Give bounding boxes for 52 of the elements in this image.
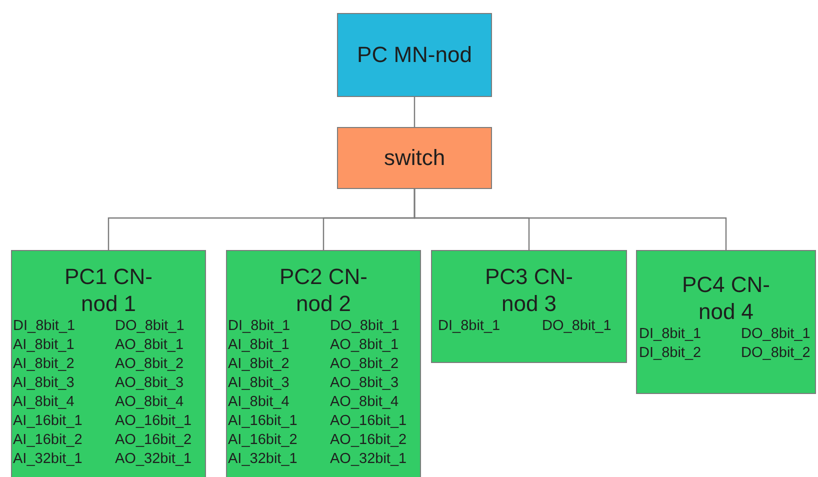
signal-name: AI_8bit_3 [228, 374, 290, 393]
node-title: PC3 CN-nod 3 [484, 263, 574, 317]
signal-name: AI_8bit_4 [228, 393, 290, 412]
signal-name: AO_8bit_4 [115, 393, 185, 412]
signal-name: AO_8bit_2 [330, 355, 400, 374]
node-title: PC4 CN-nod 4 [680, 271, 771, 325]
connector-line [414, 97, 416, 127]
signal-name: AO_32bit_1 [115, 450, 193, 469]
signal-name: AI_8bit_3 [13, 374, 76, 393]
computer-node-box [226, 250, 421, 477]
signal-name: DO_8bit_1 [115, 317, 186, 336]
node-title: switch [382, 144, 446, 172]
signal-name: DI_8bit_1 [438, 317, 502, 336]
signal-name: AI_8bit_2 [13, 355, 76, 374]
signal-name: AO_16bit_2 [115, 431, 193, 450]
signal-name: AO_32bit_1 [330, 450, 408, 469]
signal-name: DO_8bit_1 [741, 325, 812, 344]
connector-line [414, 189, 727, 250]
switch-box [337, 127, 492, 189]
signal-name: AI_8bit_1 [13, 336, 76, 355]
signal-name: AI_16bit_2 [13, 431, 84, 450]
signal-name: AI_16bit_1 [13, 412, 84, 431]
signal-name: AO_8bit_1 [330, 336, 400, 355]
computer-node-box [337, 13, 492, 97]
node-title: PC1 CN-nod 1 [63, 263, 154, 317]
signal-name: AI_8bit_4 [13, 393, 76, 412]
signal-name: AO_8bit_1 [115, 336, 185, 355]
signal-name: DI_8bit_2 [639, 344, 702, 363]
signal-name: DO_8bit_1 [542, 317, 612, 336]
node-title: PC2 CN-nod 2 [278, 263, 368, 317]
computer-node-box [11, 250, 206, 477]
signal-name: DO_8bit_1 [330, 317, 400, 336]
signal-name: AI_32bit_1 [228, 450, 298, 469]
signal-name: AO_8bit_2 [115, 355, 185, 374]
computer-node-box [431, 250, 627, 363]
signal-name: DO_8bit_2 [741, 344, 812, 363]
signal-name: AO_16bit_1 [330, 412, 408, 431]
signal-name: DI_8bit_1 [639, 325, 702, 344]
signal-name: AI_8bit_2 [228, 355, 290, 374]
signal-name: DI_8bit_1 [228, 317, 292, 336]
signal-name: AO_8bit_4 [330, 393, 400, 412]
signal-name: AO_16bit_1 [115, 412, 193, 431]
signal-name: AI_8bit_1 [228, 336, 290, 355]
signal-name: AI_16bit_2 [228, 431, 298, 450]
signal-name: AO_8bit_3 [115, 374, 185, 393]
computer-node-box [636, 250, 816, 394]
signal-name: AO_8bit_3 [330, 374, 400, 393]
signal-name: AI_32bit_1 [13, 450, 84, 469]
node-title: PC MN-nod [356, 41, 473, 69]
signal-name: AI_16bit_1 [228, 412, 298, 431]
signal-name: AO_16bit_2 [330, 431, 408, 450]
signal-name: DI_8bit_1 [13, 317, 76, 336]
